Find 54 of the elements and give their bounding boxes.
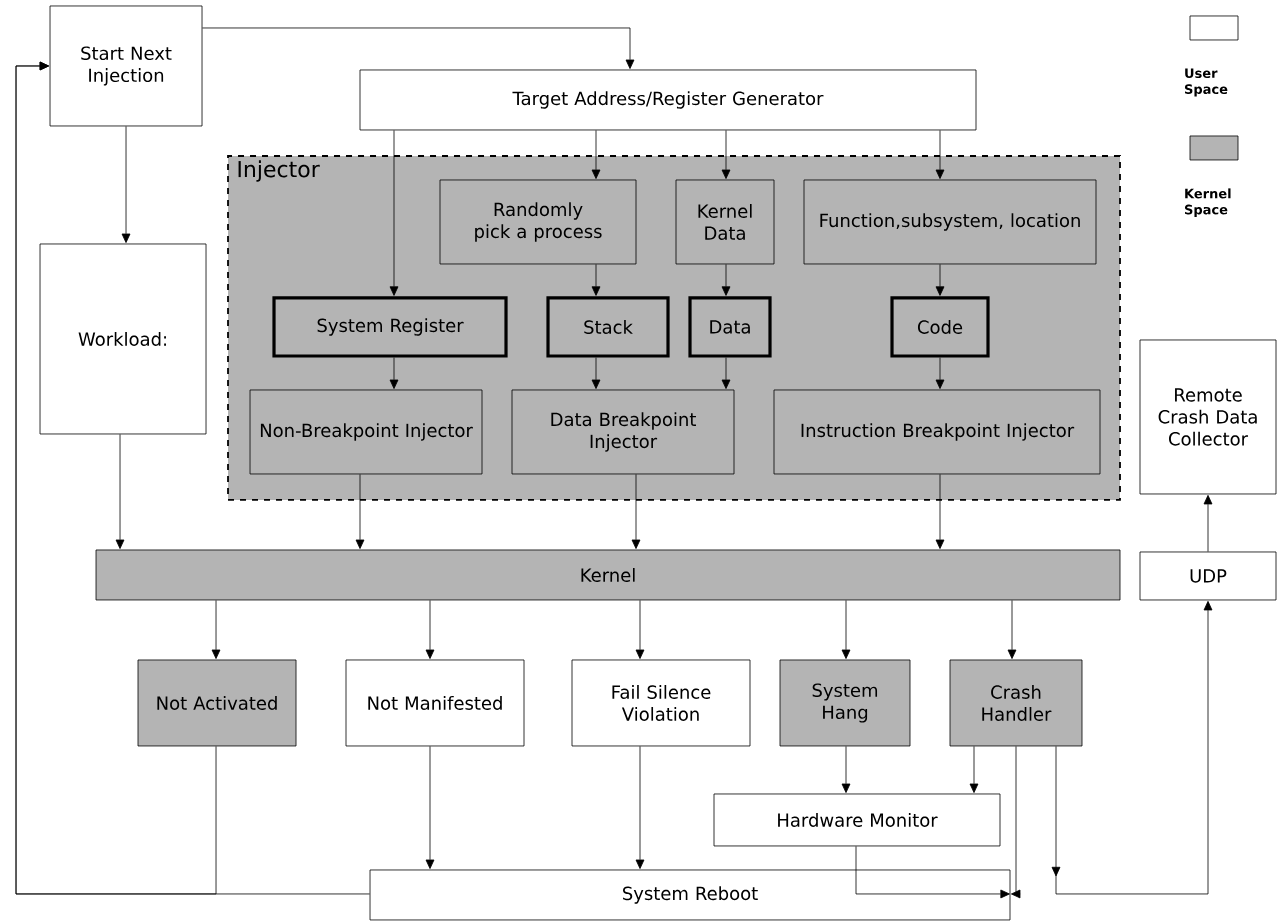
process-box: Target Address/Register Generator — [359, 69, 977, 131]
arrow — [121, 125, 131, 243]
process-box: Not Manifested — [345, 659, 525, 747]
arrow — [635, 745, 645, 869]
process-box: Non-Breakpoint Injector — [249, 389, 483, 475]
process-box: Crash Handler — [949, 659, 1083, 747]
arrow — [841, 600, 851, 659]
arrow — [855, 845, 1010, 899]
arrow — [721, 130, 731, 179]
arrow — [1007, 600, 1017, 659]
arrow — [355, 474, 365, 549]
process-box: Not Activated — [137, 659, 297, 747]
process-box: Kernel Data — [675, 179, 775, 265]
process-box: Randomly pick a process — [439, 179, 637, 265]
process-box: Start Next Injection — [49, 5, 203, 127]
arrow — [721, 264, 731, 296]
process-box: Stack — [546, 296, 670, 358]
arrow — [969, 745, 979, 793]
process-box: Remote Crash Data Collector — [1139, 339, 1277, 495]
arrow — [389, 357, 399, 389]
process-box: System Hang — [779, 659, 911, 747]
arrow — [202, 27, 635, 69]
arrow — [15, 61, 370, 895]
process-box: Instruction Breakpoint Injector — [773, 389, 1101, 475]
arrow — [935, 130, 945, 179]
arrow — [591, 357, 601, 389]
arrow — [841, 745, 851, 793]
arrow — [425, 745, 435, 869]
arrow — [631, 474, 641, 549]
process-box: UDP — [1139, 551, 1277, 601]
process-box: System Reboot — [369, 869, 1011, 921]
arrow — [425, 600, 435, 659]
arrow — [635, 600, 645, 659]
process-box: Code — [890, 296, 990, 358]
process-box: Kernel — [95, 549, 1121, 601]
arrow — [935, 474, 945, 549]
process-box: Hardware Monitor — [713, 793, 1001, 847]
arrow — [389, 130, 399, 296]
arrow — [935, 264, 945, 296]
process-box: Data — [688, 296, 772, 358]
process-box: Data Breakpoint Injector — [511, 389, 735, 475]
process-box: Function,subsystem, location — [803, 179, 1097, 265]
process-box: Workload: — [39, 243, 207, 435]
arrow — [591, 264, 601, 296]
process-box: System Register — [272, 296, 508, 358]
arrow — [721, 357, 731, 389]
arrow — [1011, 745, 1021, 899]
arrow — [1051, 600, 1213, 895]
arrow — [211, 600, 221, 659]
process-box: Fail Silence Violation — [571, 659, 751, 747]
arrow — [115, 434, 125, 549]
arrow — [1203, 494, 1213, 552]
arrow — [935, 357, 945, 389]
arrow — [591, 130, 601, 179]
